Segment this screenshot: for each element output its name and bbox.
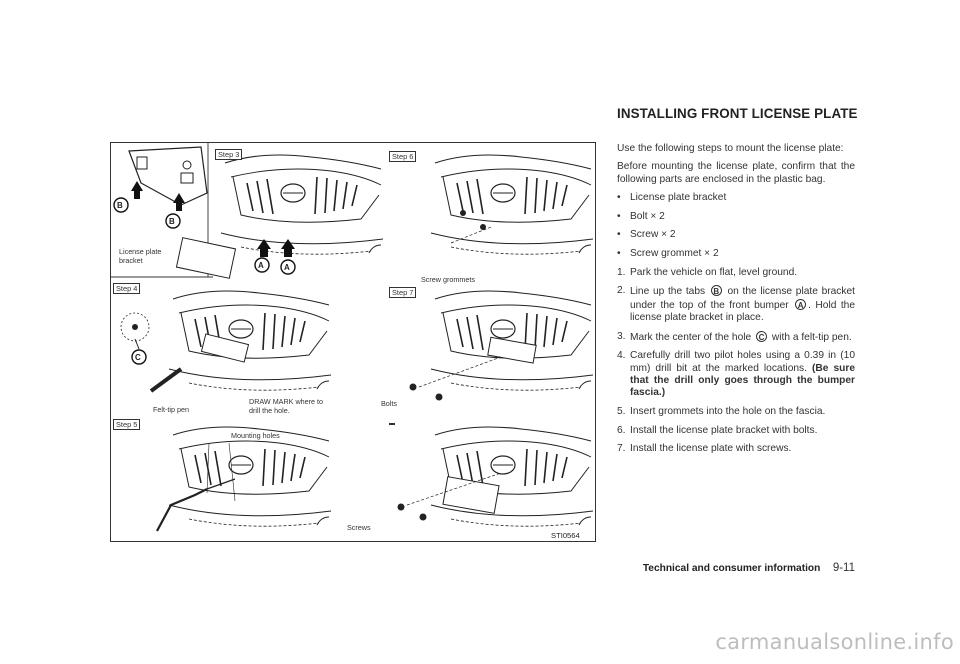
step-number: 5. — [617, 406, 626, 417]
step-text: on the license plate bracket under the t… — [630, 286, 855, 311]
callout-b-2: B — [169, 217, 175, 226]
page-number: 9-11 — [832, 562, 855, 574]
section-title: INSTALLING FRONT LICENSE PLATE — [617, 106, 858, 121]
step-2-label: Step 3 — [215, 149, 243, 160]
callout-c: C — [135, 353, 141, 362]
step-4: 4. Carefully drill two pilot holes using… — [617, 350, 855, 400]
step-text: Install the license plate with screws. — [630, 443, 792, 455]
step-3: 3. Mark the center of the hole C with a … — [617, 330, 855, 344]
label-felt-tip-pen: Felt-tip pen — [153, 405, 189, 414]
step-2: 2. Line up the tabs B on the license pla… — [617, 285, 855, 324]
step-7: 7. Install the license plate with screws… — [617, 443, 855, 455]
list-item: Screw × 2 — [617, 229, 855, 242]
step-text: Mark the center of the hole — [630, 331, 752, 343]
before-paragraph: Before mounting the license plate, confi… — [617, 161, 855, 185]
footer-title: Technical and consumer information — [642, 563, 821, 574]
step-text: Line up the tabs — [630, 286, 706, 298]
ref-a-badge: A — [795, 298, 807, 310]
parts-list: License plate bracket Bolt × 2 Screw × 2… — [617, 192, 855, 261]
list-item: Bolt × 2 — [617, 211, 855, 224]
step-5-label: Step 6 — [389, 151, 417, 162]
step-number: 4. — [617, 350, 626, 362]
step-warning: (Be sure that the drill only goes throug… — [630, 362, 856, 399]
step-4-label: Step 5 — [113, 419, 141, 430]
step-1: 1. Park the vehicle on flat, level groun… — [617, 267, 855, 279]
watermark: carmanualsonline.info — [715, 630, 954, 654]
step-text: . Hold the license plate bracket in plac… — [630, 299, 855, 323]
callout-a-1: A — [258, 261, 264, 270]
figure-code: STI0564 — [551, 531, 580, 540]
list-item: Screw grommet × 2 — [617, 248, 855, 261]
step-6: 6. Install the license plate bracket wit… — [617, 425, 855, 437]
label-screws: Screws — [347, 523, 371, 532]
list-item: License plate bracket — [617, 192, 855, 205]
step-7-label — [389, 423, 395, 425]
intro-paragraph: Use the following steps to mount the lic… — [617, 143, 844, 154]
step-3-label: Step 4 — [113, 283, 141, 294]
step-text: Carefully drill two pilot holes using a … — [630, 350, 855, 374]
step-text: Park the vehicle on flat, level ground. — [630, 266, 798, 278]
ref-c-badge: C — [756, 330, 768, 342]
step-number: 7. — [617, 443, 626, 455]
step-text: with a felt-tip pen. — [771, 331, 852, 343]
step-text: Insert grommets into the hole on the fas… — [630, 406, 826, 417]
callout-a-2: A — [284, 263, 290, 272]
label-screw-grommets: Screw grommets — [421, 275, 475, 284]
callout-b-1: B — [117, 201, 123, 210]
step-number: 6. — [617, 424, 626, 436]
ref-b-badge: B — [710, 285, 722, 297]
label-mounting-holes: Mounting holes — [231, 431, 280, 440]
step-6-label: Step 7 — [389, 287, 417, 298]
step-number: 1. — [617, 266, 626, 278]
step-number: 2. — [617, 285, 626, 297]
page-footer: Technical and consumer information 9-11 — [643, 558, 855, 576]
step-5: 5. Insert grommets into the hole on the … — [617, 406, 855, 418]
step-text: Install the license plate bracket with b… — [630, 424, 818, 436]
label-bolts: Bolts — [381, 399, 397, 408]
instructions: Use the following steps to mount the lic… — [617, 143, 855, 462]
step-number: 3. — [617, 330, 626, 342]
installation-illustration: Step 3 Step 4 Step 5 Step 6 Step 7 Licen… — [110, 142, 596, 542]
steps-list: 1. Park the vehicle on flat, level groun… — [617, 267, 855, 456]
illustration-drawing — [111, 143, 594, 532]
